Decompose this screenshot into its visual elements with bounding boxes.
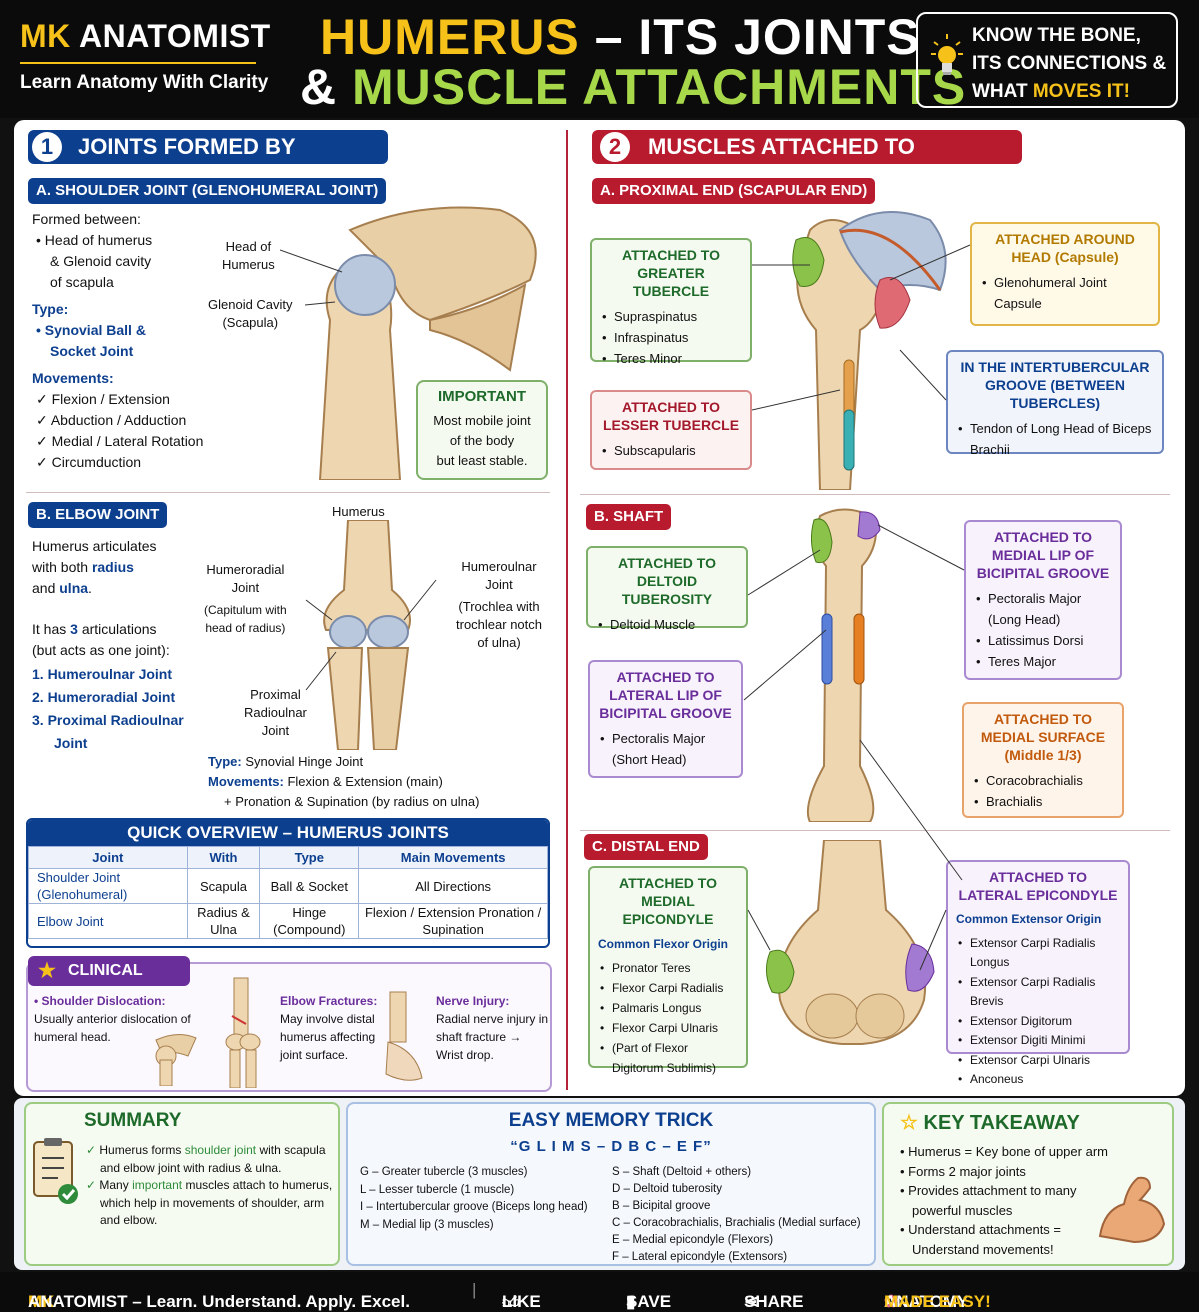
- column-divider: [566, 130, 568, 1090]
- dislocated-shoulder-icon: [155, 1034, 197, 1086]
- clinical-note-header: ★CLINICAL NOTE: [28, 956, 190, 1009]
- connector-lines: [743, 244, 971, 971]
- clinical-shoulder: • Shoulder Dislocation:Usually anterior …: [34, 994, 191, 1044]
- summary-box: [24, 1102, 340, 1266]
- shaft-pill: B. SHAFT: [586, 504, 672, 530]
- footer: MK ANATOMIST – Learn. Understand. Apply.…: [0, 1272, 1199, 1312]
- thumbs-up-icon: 👍︎: [502, 1293, 520, 1312]
- page-title-line-1: HUMERUS – ITS JOINTS: [320, 9, 921, 65]
- brand-underline: [20, 62, 256, 64]
- divider: [26, 492, 550, 493]
- elbow-joint-pill: B. ELBOW JOINT: [28, 502, 168, 528]
- brain-icon: ✿: [884, 1292, 899, 1311]
- section-number-1: 1: [32, 132, 62, 162]
- share-icon: ⋖: [744, 1292, 759, 1311]
- lightbulb-icon: [931, 34, 963, 75]
- key-takeaway-box: [882, 1102, 1174, 1266]
- star-icon: ★: [38, 960, 56, 982]
- know-line-1: KNOW THE BONE,: [972, 25, 1141, 46]
- distal-humerus-illustration: [766, 840, 935, 1045]
- shoulder-joint-illustration: [280, 206, 537, 480]
- shoulder-formed-text: Formed between: • Head of humerus & Glen…: [32, 211, 204, 470]
- section-number-2: 2: [600, 132, 630, 162]
- memory-code: “G L I M S – D B C – E F”: [510, 1138, 712, 1155]
- fractured-elbow-icon: [225, 977, 261, 1088]
- know-line-3: WHAT MOVES IT!: [972, 81, 1130, 102]
- elbow-type-movements: Type: Synovial Hinge Joint Movements: Fl…: [208, 754, 480, 809]
- bookmark-icon: ▮: [626, 1292, 636, 1311]
- clipboard-icon: [33, 1138, 78, 1204]
- wrist-drop-icon: [385, 991, 423, 1081]
- memory-right-list: S – Shaft (Deltoid + others)D – Deltoid …: [612, 1166, 861, 1263]
- divider: [580, 830, 1170, 831]
- takeaway-title: ☆ KEY TAKEAWAY: [900, 1112, 1080, 1134]
- brand-tagline: Learn Anatomy With Clarity: [20, 72, 269, 93]
- page-title-line-2: & MUSCLE ATTACHMENTS: [300, 59, 967, 115]
- proximal-end-pill: A. PROXIMAL END (SCAPULAR END): [592, 178, 876, 204]
- divider: [580, 494, 1170, 495]
- elbow-joint-illustration: [305, 520, 437, 750]
- distal-end-pill: C. DISTAL END: [584, 834, 708, 860]
- proximal-humerus-illustration: [792, 211, 947, 490]
- memory-title: EASY MEMORY TRICK: [508, 1110, 714, 1131]
- brand-logo: MK ANATOMIST: [20, 18, 271, 54]
- elbow-text: Humerus articulates with both radius and…: [32, 538, 184, 751]
- star-icon: ☆: [900, 1112, 924, 1134]
- header: MK ANATOMIST Learn Anatomy With Clarity …: [0, 0, 1199, 118]
- label-humerus: Humerus: [332, 504, 385, 519]
- know-the-bone-box: KNOW THE BONE, ITS CONNECTIONS & WHAT MO…: [916, 12, 1178, 108]
- shoulder-joint-pill: A. SHOULDER JOINT (GLENOHUMERAL JOINT): [28, 178, 387, 204]
- memory-trick-box: [346, 1102, 876, 1266]
- memory-left-list: G – Greater tubercle (3 muscles)L – Less…: [360, 1166, 588, 1231]
- summary-title: SUMMARY: [84, 1110, 182, 1131]
- know-line-2: ITS CONNECTIONS &: [972, 53, 1167, 74]
- takeaway-list: • Humerus = Key bone of upper arm • Form…: [900, 1144, 1108, 1257]
- summary-text: ✓ Humerus forms shoulder joint with scap…: [86, 1143, 333, 1227]
- overview-title: QUICK OVERVIEW – HUMERUS JOINTS: [28, 820, 548, 846]
- flexed-bicep-icon: [1098, 1176, 1166, 1244]
- label-glenoid-cavity: Glenoid Cavity(Scapula): [208, 297, 293, 330]
